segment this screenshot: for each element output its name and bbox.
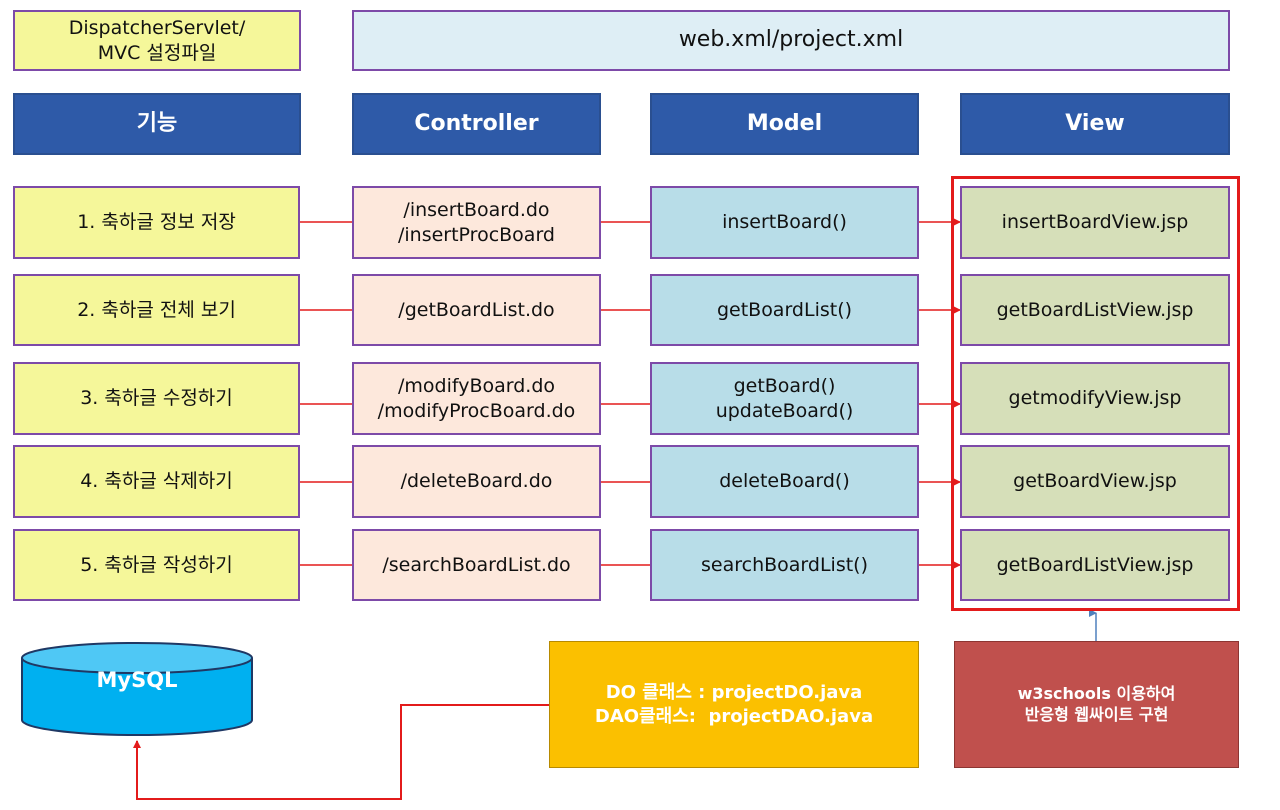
view-box-2: getBoardListView.jsp — [960, 274, 1230, 346]
database-cylinder-icon — [21, 642, 253, 736]
feature-box-3: 3. 축하글 수정하기 — [13, 362, 300, 435]
dispatcher-line2: MVC 설정파일 — [97, 41, 217, 64]
dao-box: DO 클래스 : projectDO.java DAO클래스: projectD… — [549, 641, 919, 768]
model-box-1: insertBoard() — [650, 186, 919, 259]
feature-label-5: 5. 축하글 작성하기 — [80, 553, 233, 576]
feature-label-2: 2. 축하글 전체 보기 — [77, 298, 236, 321]
dao-line2: DAO클래스: projectDAO.java — [594, 705, 874, 727]
controller-line-3a: /modifyBoard.do — [397, 374, 556, 397]
header-feature-label: 기능 — [136, 110, 178, 136]
model-line-3b: updateBoard() — [715, 399, 854, 422]
view-label-5: getBoardListView.jsp — [996, 553, 1194, 576]
feature-label-1: 1. 축하글 정보 저장 — [77, 211, 236, 234]
model-line-3a: getBoard() — [733, 374, 836, 397]
view-label-1: insertBoardView.jsp — [1001, 211, 1189, 234]
feature-label-4: 4. 축하글 삭제하기 — [80, 470, 233, 493]
header-model: Model — [650, 93, 919, 155]
config-box: web.xml/project.xml — [352, 10, 1230, 71]
controller-box-3: /modifyBoard.do /modifyProcBoard.do — [352, 362, 601, 435]
controller-box-5: /searchBoardList.do — [352, 529, 601, 601]
view-label-2: getBoardListView.jsp — [996, 298, 1194, 321]
controller-line-4a: /deleteBoard.do — [400, 470, 553, 493]
controller-box-2: /getBoardList.do — [352, 274, 601, 346]
model-box-4: deleteBoard() — [650, 445, 919, 518]
header-controller: Controller — [352, 93, 601, 155]
feature-label-3: 3. 축하글 수정하기 — [80, 387, 233, 410]
controller-line-3b: /modifyProcBoard.do — [377, 399, 576, 422]
view-label-4: getBoardView.jsp — [1013, 470, 1177, 493]
header-view: View — [960, 93, 1230, 155]
model-line-1a: insertBoard() — [722, 211, 847, 234]
config-label: web.xml/project.xml — [678, 27, 904, 53]
model-box-5: searchBoardList() — [650, 529, 919, 601]
view-box-1: insertBoardView.jsp — [960, 186, 1230, 259]
controller-box-4: /deleteBoard.do — [352, 445, 601, 518]
model-box-2: getBoardList() — [650, 274, 919, 346]
w3-line1: w3schools 이용하여 — [1017, 683, 1176, 703]
header-view-label: View — [1065, 110, 1125, 136]
model-line-4a: deleteBoard() — [719, 470, 850, 493]
view-highlight-frame — [951, 176, 1240, 611]
view-box-5: getBoardListView.jsp — [960, 529, 1230, 601]
header-controller-label: Controller — [414, 110, 539, 136]
database-label: MySQL — [96, 668, 178, 692]
controller-line-2a: /getBoardList.do — [398, 298, 555, 321]
controller-line-1b: /insertProcBoard — [397, 223, 555, 246]
feature-box-1: 1. 축하글 정보 저장 — [13, 186, 300, 259]
feature-box-5: 5. 축하글 작성하기 — [13, 529, 300, 601]
dispatcher-line1: DispatcherServlet/ — [68, 16, 246, 39]
view-box-4: getBoardView.jsp — [960, 445, 1230, 518]
w3schools-box: w3schools 이용하여 반응형 웹싸이트 구현 — [954, 641, 1239, 768]
controller-box-1: /insertBoard.do /insertProcBoard — [352, 186, 601, 259]
dao-line1: DO 클래스 : projectDO.java — [605, 682, 863, 704]
w3-line2: 반응형 웹싸이트 구현 — [1024, 704, 1169, 724]
header-feature: 기능 — [13, 93, 301, 155]
header-model-label: Model — [746, 110, 823, 136]
view-label-3: getmodifyView.jsp — [1008, 387, 1182, 410]
feature-box-4: 4. 축하글 삭제하기 — [13, 445, 300, 518]
controller-line-5a: /searchBoardList.do — [382, 553, 571, 576]
model-line-5a: searchBoardList() — [701, 553, 868, 576]
model-line-2a: getBoardList() — [716, 298, 853, 321]
model-box-3: getBoard() updateBoard() — [650, 362, 919, 435]
connector-dao-mysql — [133, 704, 549, 800]
feature-box-2: 2. 축하글 전체 보기 — [13, 274, 300, 346]
controller-line-1a: /insertBoard.do — [403, 198, 550, 221]
dispatcher-box: DispatcherServlet/ MVC 설정파일 — [13, 10, 301, 71]
view-box-3: getmodifyView.jsp — [960, 362, 1230, 435]
